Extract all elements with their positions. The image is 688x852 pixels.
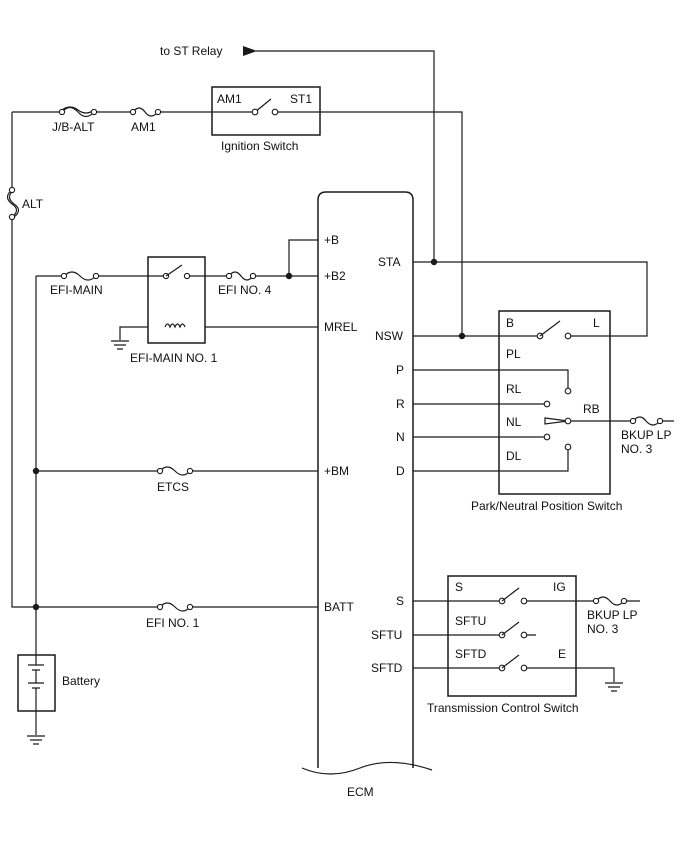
battery	[17, 654, 56, 712]
fuse-etcs-label: ETCS	[157, 480, 189, 494]
ecm-pin-b2-label: +B2	[324, 269, 346, 283]
fuse-am1-icon	[132, 107, 159, 117]
ecm-pin-sftd-label: SFTD	[371, 661, 403, 675]
battery-cells-icon	[28, 655, 44, 711]
ecm-pin-nsw-label: NSW	[375, 329, 404, 343]
ignition-switch	[211, 86, 321, 136]
fuse-efi-no1-icon	[159, 602, 191, 612]
fuse-alt-label: ALT	[22, 197, 44, 211]
ecm-pin-sftu-label: SFTU	[371, 628, 402, 642]
ecm-pin-b-label: +B	[324, 233, 339, 247]
fuse-etcs-icon	[159, 466, 191, 476]
ignition-am1-label: AM1	[217, 92, 242, 106]
ignition-st1-label: ST1	[290, 92, 312, 106]
ecm-pin-s-label: S	[396, 594, 404, 608]
wire-efi-main	[35, 275, 148, 700]
transmission-control-switch-label: Transmission Control Switch	[427, 701, 579, 715]
fuse-jb-alt-label: J/B-ALT	[52, 120, 95, 134]
to-st-relay-label: to ST Relay	[160, 44, 222, 58]
park-neutral-switch	[498, 310, 611, 495]
ground-battery-icon	[27, 735, 45, 745]
junction-sta	[430, 258, 438, 266]
ecm-pin-n-label: N	[396, 430, 405, 444]
pnp-rl-label: RL	[506, 382, 522, 396]
ecm-label: ECM	[347, 785, 374, 799]
fuse-efi-no4-label: EFI NO. 4	[218, 283, 272, 297]
tcs-e-label: E	[558, 647, 566, 661]
bkup-lp-2-label-line1: BKUP LP	[587, 608, 637, 622]
park-neutral-switch-box	[498, 310, 611, 495]
text-labels: to ST Relay J/B-ALT AM1 AM1 ST1 Ignition…	[22, 44, 671, 799]
fuse-efi-no4-icon	[228, 271, 254, 281]
ecm-pin-mrel-label: MREL	[324, 320, 358, 334]
ecm-box	[317, 191, 414, 768]
tcs-sftd-label: SFTD	[455, 647, 487, 661]
ecm-pin-r-label: R	[396, 397, 405, 411]
ecm-pin-p-label: P	[396, 363, 404, 377]
bkup-lp-1-label-line2: NO. 3	[621, 442, 653, 456]
ecm-broken-edge	[301, 761, 433, 775]
efi-main-relay-box	[147, 256, 206, 344]
pnp-nl-label: NL	[506, 415, 522, 429]
grounds	[27, 340, 623, 745]
ground-relay-icon	[111, 340, 129, 350]
ecm-pin-sta-label: STA	[378, 255, 400, 269]
ground-tcs-icon	[605, 682, 623, 692]
fuse-efi-main-icon	[63, 271, 97, 281]
tcs-ig-label: IG	[553, 580, 566, 594]
pnp-pl-label: PL	[506, 347, 521, 361]
fuse-efi-no1-label: EFI NO. 1	[146, 616, 200, 630]
fuse-am1-label: AM1	[131, 120, 156, 134]
junction-nsw	[458, 332, 466, 340]
fuse-bkup-lp-1-icon	[632, 416, 661, 426]
wire-to-st-relay	[243, 46, 435, 262]
wire-plus-b	[288, 239, 318, 276]
pnp-dl-label: DL	[506, 449, 522, 463]
pnp-b-label: B	[506, 316, 514, 330]
relay-efi-main-no1-label: EFI-MAIN NO. 1	[130, 351, 218, 365]
relay-coil-icon	[164, 323, 186, 329]
tcs-s-label: S	[455, 580, 463, 594]
ecm	[301, 191, 433, 775]
ecm-pin-batt-label: BATT	[324, 600, 354, 614]
junction-batt	[32, 603, 40, 611]
transmission-control-switch	[447, 575, 577, 697]
wire-st1-out	[320, 111, 463, 336]
wire-left-rail	[11, 112, 36, 608]
wire-sta	[413, 261, 648, 337]
ignition-switch-box	[211, 86, 321, 136]
park-neutral-switch-label: Park/Neutral Position Switch	[471, 499, 622, 513]
ignition-switch-label: Ignition Switch	[221, 139, 298, 153]
ecm-pin-d-label: D	[396, 464, 405, 478]
junction-etcs	[32, 467, 40, 475]
bkup-lp-2-label-line2: NO. 3	[587, 622, 619, 636]
transmission-control-switch-box	[447, 575, 577, 697]
junction-b2	[285, 272, 293, 280]
battery-label: Battery	[62, 674, 100, 688]
ecm-pin-bm-label: +BM	[324, 464, 349, 478]
bkup-lp-1-label-line1: BKUP LP	[621, 428, 671, 442]
pnp-l-label: L	[593, 316, 600, 330]
fuse-jb-alt-icon	[61, 106, 95, 118]
fuse-alt-icon	[6, 189, 20, 218]
pnp-rotor-icon	[544, 417, 610, 425]
fuses	[6, 106, 664, 612]
fuse-bkup-lp-2-icon	[595, 596, 625, 606]
fuse-efi-main-label: EFI-MAIN	[50, 283, 103, 297]
efi-main-relay	[147, 256, 206, 344]
tcs-sftu-label: SFTU	[455, 614, 486, 628]
pnp-rb-label: RB	[583, 402, 600, 416]
